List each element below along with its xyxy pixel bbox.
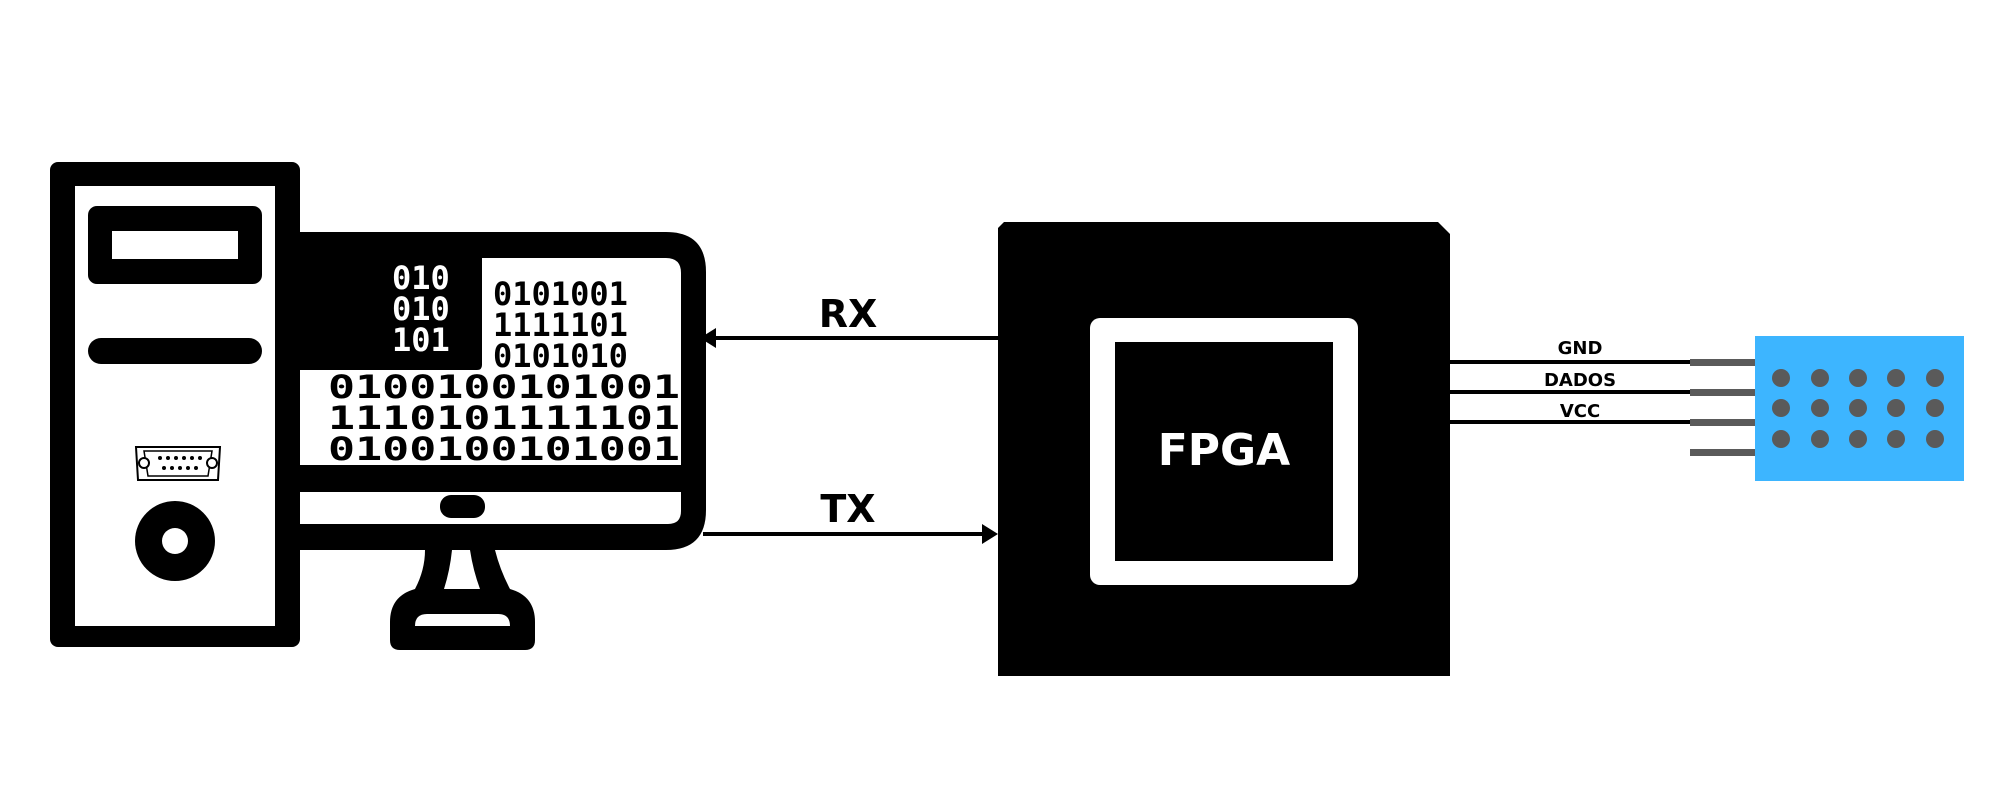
- code-line-right-2: 1111101: [493, 306, 628, 344]
- tower-slot: [88, 338, 262, 364]
- fpga-board: FPGA: [998, 222, 1450, 676]
- sensor: [1690, 336, 1964, 481]
- sensor-hole: [1772, 399, 1790, 417]
- fpga-label: FPGA: [1158, 425, 1290, 476]
- sensor-hole: [1887, 430, 1905, 448]
- tx-link: TX: [703, 487, 998, 544]
- sensor-hole: [1811, 399, 1829, 417]
- monitor: 010 010 101 0101001 1111101 0101010 0100…: [300, 232, 706, 650]
- rx-link: RX: [700, 292, 998, 348]
- sensor-hole: [1849, 399, 1867, 417]
- monitor-stand: [390, 550, 535, 650]
- pin-label-gnd: GND: [1558, 338, 1603, 359]
- serial-port-icon: [134, 446, 222, 481]
- sensor-pin-4: [1690, 449, 1756, 456]
- code-line-top-1: 010: [392, 259, 450, 297]
- sensor-hole: [1849, 369, 1867, 387]
- fpga-chip: [1115, 342, 1333, 561]
- tx-label: TX: [820, 487, 875, 531]
- sensor-hole: [1811, 430, 1829, 448]
- sensor-hole: [1849, 430, 1867, 448]
- screen-code: 010 010 101 0101001 1111101 0101010 0100…: [328, 259, 680, 468]
- sensor-pin-1: [1690, 359, 1756, 366]
- sensor-hole: [1926, 399, 1944, 417]
- sensor-hole: [1772, 369, 1790, 387]
- pc-tower: [50, 162, 300, 647]
- pin-label-vcc: VCC: [1560, 401, 1600, 422]
- sensor-hole: [1926, 369, 1944, 387]
- sensor-pin-3: [1690, 419, 1756, 426]
- pin-label-dados: DADOS: [1544, 370, 1616, 391]
- rx-label: RX: [819, 292, 878, 336]
- monitor-button: [440, 495, 485, 518]
- code-line-right-1: 0101001: [493, 275, 628, 313]
- sensor-hole: [1887, 369, 1905, 387]
- sensor-pin-2: [1690, 389, 1756, 396]
- sensor-hole: [1887, 399, 1905, 417]
- sensor-hole: [1772, 430, 1790, 448]
- code-line-top-2: 010: [392, 290, 450, 328]
- code-line-right-3: 0101010: [493, 337, 628, 375]
- sensor-pins: [1690, 359, 1756, 456]
- sensor-hole: [1811, 369, 1829, 387]
- monitor-chin: [300, 492, 681, 524]
- computer-icon: 010 010 101 0101001 1111101 0101010 0100…: [50, 162, 706, 650]
- code-line-bottom-2: 1110101111101: [328, 399, 680, 437]
- power-button-icon: [135, 501, 215, 581]
- rx-arrowhead-icon: [700, 328, 716, 348]
- screen-dark-block: [300, 258, 482, 370]
- sensor-grille: [1772, 369, 1944, 448]
- sensor-wires: GND DADOS VCC: [1450, 338, 1690, 424]
- code-line-top-3: 101: [392, 321, 450, 359]
- tx-arrowhead-icon: [982, 524, 998, 544]
- code-line-bottom-1: 0100100101001: [328, 368, 680, 406]
- code-line-bottom-3: 0100100101001: [328, 430, 680, 468]
- sensor-hole: [1926, 430, 1944, 448]
- drive-slot: [112, 231, 238, 259]
